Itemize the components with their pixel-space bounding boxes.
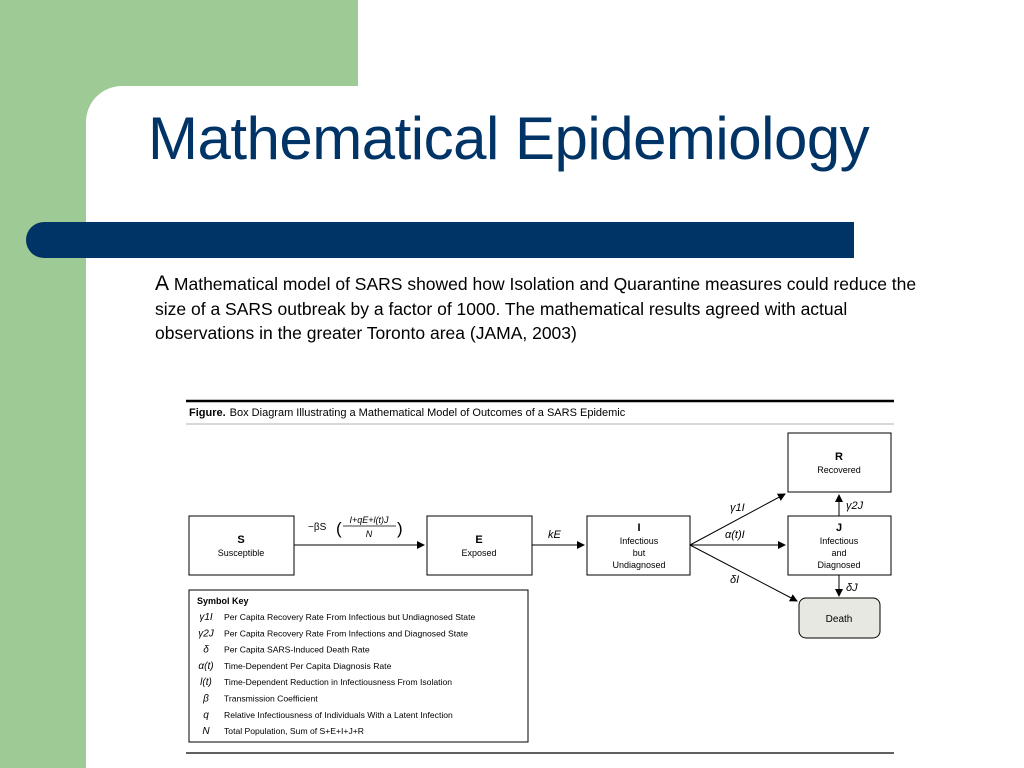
symbol-key-symbol: q bbox=[203, 710, 209, 721]
slide-body-text: A Mathematical model of SARS showed how … bbox=[155, 272, 945, 346]
rate-i-to-death: δI bbox=[730, 574, 739, 586]
symbol-key-symbol: γ2J bbox=[198, 628, 215, 639]
box-s-label: Susceptible bbox=[218, 548, 265, 558]
symbol-key-symbol: N bbox=[202, 726, 210, 737]
caption-label: Figure. bbox=[189, 407, 226, 419]
figure-caption: Figure. Box Diagram Illustrating a Mathem… bbox=[189, 407, 626, 419]
symbol-key-description: Per Capita Recovery Rate From Infectious… bbox=[224, 612, 475, 622]
lead-letter: A bbox=[155, 272, 170, 295]
rate-j-to-death: δJ bbox=[846, 582, 858, 594]
caption-text: Box Diagram Illustrating a Mathematical … bbox=[230, 407, 626, 419]
rate-se-numerator: I+qE+l(t)J bbox=[349, 515, 389, 525]
rate-se-prefix: −βS bbox=[308, 522, 327, 533]
rate-j-to-r: γ2J bbox=[846, 500, 864, 512]
box-j-line1: Infectious bbox=[820, 536, 859, 546]
box-r-label: Recovered bbox=[817, 465, 861, 475]
arrow-i-to-death bbox=[689, 544, 798, 602]
box-death: Death bbox=[798, 597, 881, 639]
box-recovered: R Recovered bbox=[787, 432, 892, 493]
paren-left: ( bbox=[336, 519, 342, 538]
sars-model-figure: Figure. Box Diagram Illustrating a Mathem… bbox=[184, 396, 896, 763]
symbol-key-description: Time-Dependent Per Capita Diagnosis Rate bbox=[224, 661, 392, 671]
box-i-line2: but bbox=[633, 548, 646, 558]
green-left-strip bbox=[0, 0, 86, 768]
symbol-key-description: Per Capita Recovery Rate From Infections… bbox=[224, 628, 468, 638]
box-s-letter: S bbox=[237, 534, 244, 546]
symbol-key-description: Per Capita SARS-Induced Death Rate bbox=[224, 645, 370, 655]
box-diagram: Figure. Box Diagram Illustrating a Mathem… bbox=[186, 399, 894, 754]
box-e-letter: E bbox=[475, 534, 482, 546]
rate-s-to-e: −βS ( I+qE+l(t)J N ) bbox=[308, 515, 403, 539]
symbol-key-symbol: β bbox=[202, 694, 209, 705]
box-i-letter: I bbox=[637, 522, 640, 534]
symbol-key-symbol: l(t) bbox=[200, 677, 212, 688]
box-infectious-undiagnosed: I Infectious but Undiagnosed bbox=[586, 515, 691, 576]
symbol-key-rows: γ1I Per Capita Recovery Rate From Infecti… bbox=[198, 612, 475, 737]
paren-right: ) bbox=[397, 519, 403, 538]
body-sentence: Mathematical model of SARS showed how Is… bbox=[155, 274, 917, 343]
rate-se-denominator: N bbox=[366, 529, 373, 539]
symbol-key-description: Total Population, Sum of S+E+I+J+R bbox=[224, 726, 364, 736]
box-i-line3: Undiagnosed bbox=[612, 560, 665, 570]
box-infectious-diagnosed: J Infectious and Diagnosed bbox=[787, 515, 892, 576]
box-j-line2: and bbox=[831, 548, 846, 558]
symbol-key-description: Transmission Coefficient bbox=[224, 694, 318, 704]
rate-i-to-j: α(t)I bbox=[725, 529, 745, 541]
box-j-letter: J bbox=[836, 522, 842, 534]
symbol-key-description: Relative Infectiousness of Individuals W… bbox=[224, 710, 453, 720]
symbol-key-symbol: δ bbox=[203, 645, 209, 656]
symbol-key: Symbol Key γ1I Per Capita Recovery Rate F… bbox=[188, 589, 529, 743]
box-i-line1: Infectious bbox=[620, 536, 659, 546]
rate-i-to-r: γ1I bbox=[730, 502, 745, 514]
box-r-letter: R bbox=[835, 451, 843, 463]
arrow-i-to-r bbox=[689, 493, 786, 546]
box-susceptible: S Susceptible bbox=[188, 515, 295, 576]
box-exposed: E Exposed bbox=[426, 515, 533, 576]
box-death-label: Death bbox=[826, 614, 853, 625]
symbol-key-title: Symbol Key bbox=[197, 596, 249, 606]
symbol-key-description: Time-Dependent Reduction in Infectiousne… bbox=[224, 677, 452, 687]
title-underline-bar bbox=[26, 222, 854, 258]
rate-e-to-i: kE bbox=[548, 529, 562, 541]
symbol-key-symbol: γ1I bbox=[199, 612, 213, 623]
box-e-label: Exposed bbox=[461, 548, 496, 558]
symbol-key-symbol: α(t) bbox=[198, 661, 213, 672]
slide-title: Mathematical Epidemiology bbox=[148, 105, 870, 172]
box-j-line3: Diagnosed bbox=[817, 560, 860, 570]
